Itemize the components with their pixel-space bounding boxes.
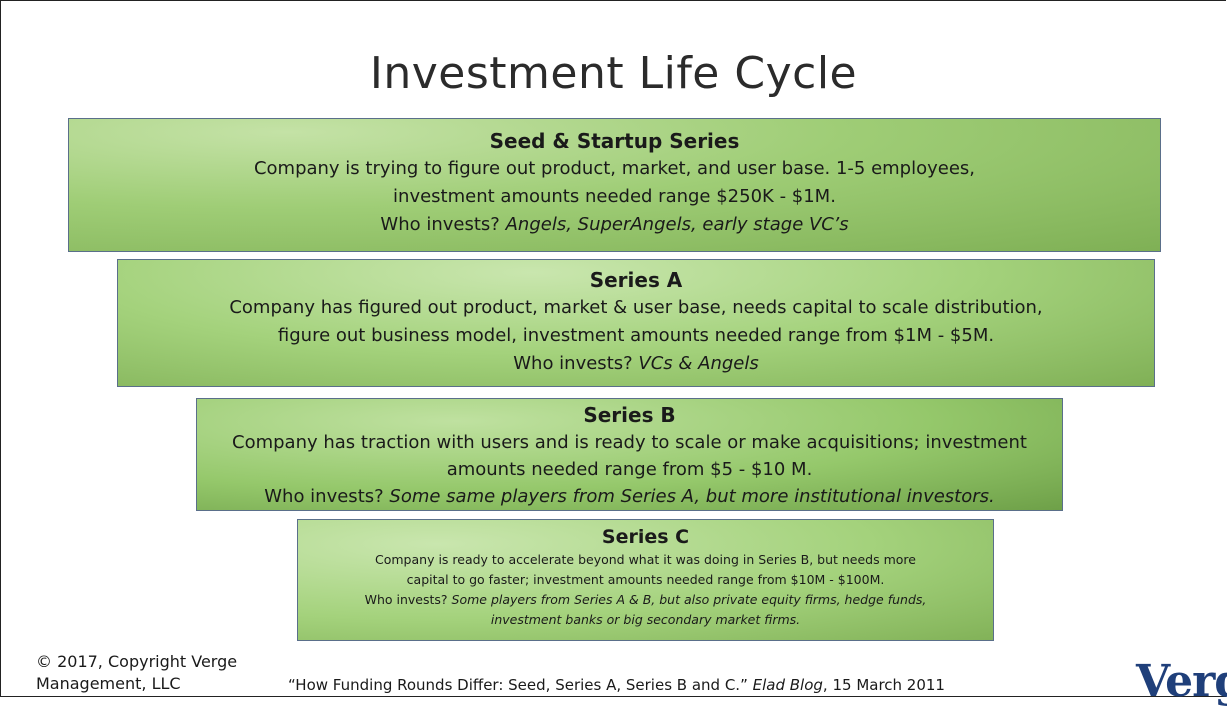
stage-heading: Series A (589, 268, 683, 292)
who-invests-value-2: investment banks or big secondary market… (490, 612, 801, 627)
who-invests-value: Some same players from Series A, but mor… (389, 486, 995, 507)
stage-investors: Who invests? Angels, SuperAngels, early … (69, 211, 1160, 239)
stage-investors: Who invests? Some same players from Seri… (197, 483, 1062, 510)
who-invests-value: Angels, SuperAngels, early stage VC’s (505, 214, 849, 235)
citation: “How Funding Rounds Differ: Seed, Series… (288, 676, 945, 694)
stage-heading: Series C (601, 526, 690, 548)
stage-description-line: Company has traction with users and is r… (232, 432, 1027, 453)
stage-series-c: Series C Company is ready to accelerate … (297, 519, 994, 641)
copyright-line: © 2017, Copyright Verge (36, 652, 238, 671)
citation-title: “How Funding Rounds Differ: Seed, Series… (288, 676, 753, 694)
stage-heading: Seed & Startup Series (489, 129, 740, 153)
citation-date: , 15 March 2011 (822, 676, 945, 694)
stage-series-a: Series A Company has figured out product… (117, 259, 1155, 387)
who-invests-label: Who invests? (513, 353, 639, 374)
stage-description-line: capital to go faster; investment amounts… (406, 572, 885, 587)
stage-description-line: amounts needed range from $5 - $10 M. (446, 459, 813, 480)
stage-series-b: Series B Company has traction with users… (196, 398, 1063, 511)
logo-text: Verg (1136, 656, 1227, 707)
who-invests-label: Who invests? (380, 214, 506, 235)
stage-description-line: Company has figured out product, market … (229, 297, 1043, 318)
stage-description-line: Company is ready to accelerate beyond wh… (375, 552, 916, 567)
copyright-line: Management, LLC (36, 674, 181, 693)
who-invests-label: Who invests? (264, 486, 390, 507)
citation-source: Elad Blog (752, 676, 823, 694)
verge-logo: Verge (1136, 660, 1227, 705)
stage-description-line: figure out business model, investment am… (277, 325, 995, 346)
who-invests-label: Who invests? (364, 592, 452, 607)
stage-heading: Series B (583, 403, 676, 427)
stage-seed: Seed & Startup Series Company is trying … (68, 118, 1161, 252)
who-invests-value: VCs & Angels (638, 353, 759, 374)
who-invests-value: Some players from Series A & B, but also… (451, 592, 927, 607)
stage-description-line: Company is trying to figure out product,… (253, 158, 976, 179)
slide-title: Investment Life Cycle (369, 48, 858, 99)
stage-investors: Who invests? Some players from Series A … (298, 590, 993, 610)
stage-investors-continued: investment banks or big secondary market… (298, 610, 993, 630)
stage-description-line: investment amounts needed range $250K - … (393, 186, 836, 207)
copyright-notice: © 2017, Copyright Verge Management, LLC (36, 651, 237, 695)
stage-investors: Who invests? VCs & Angels (118, 350, 1154, 378)
